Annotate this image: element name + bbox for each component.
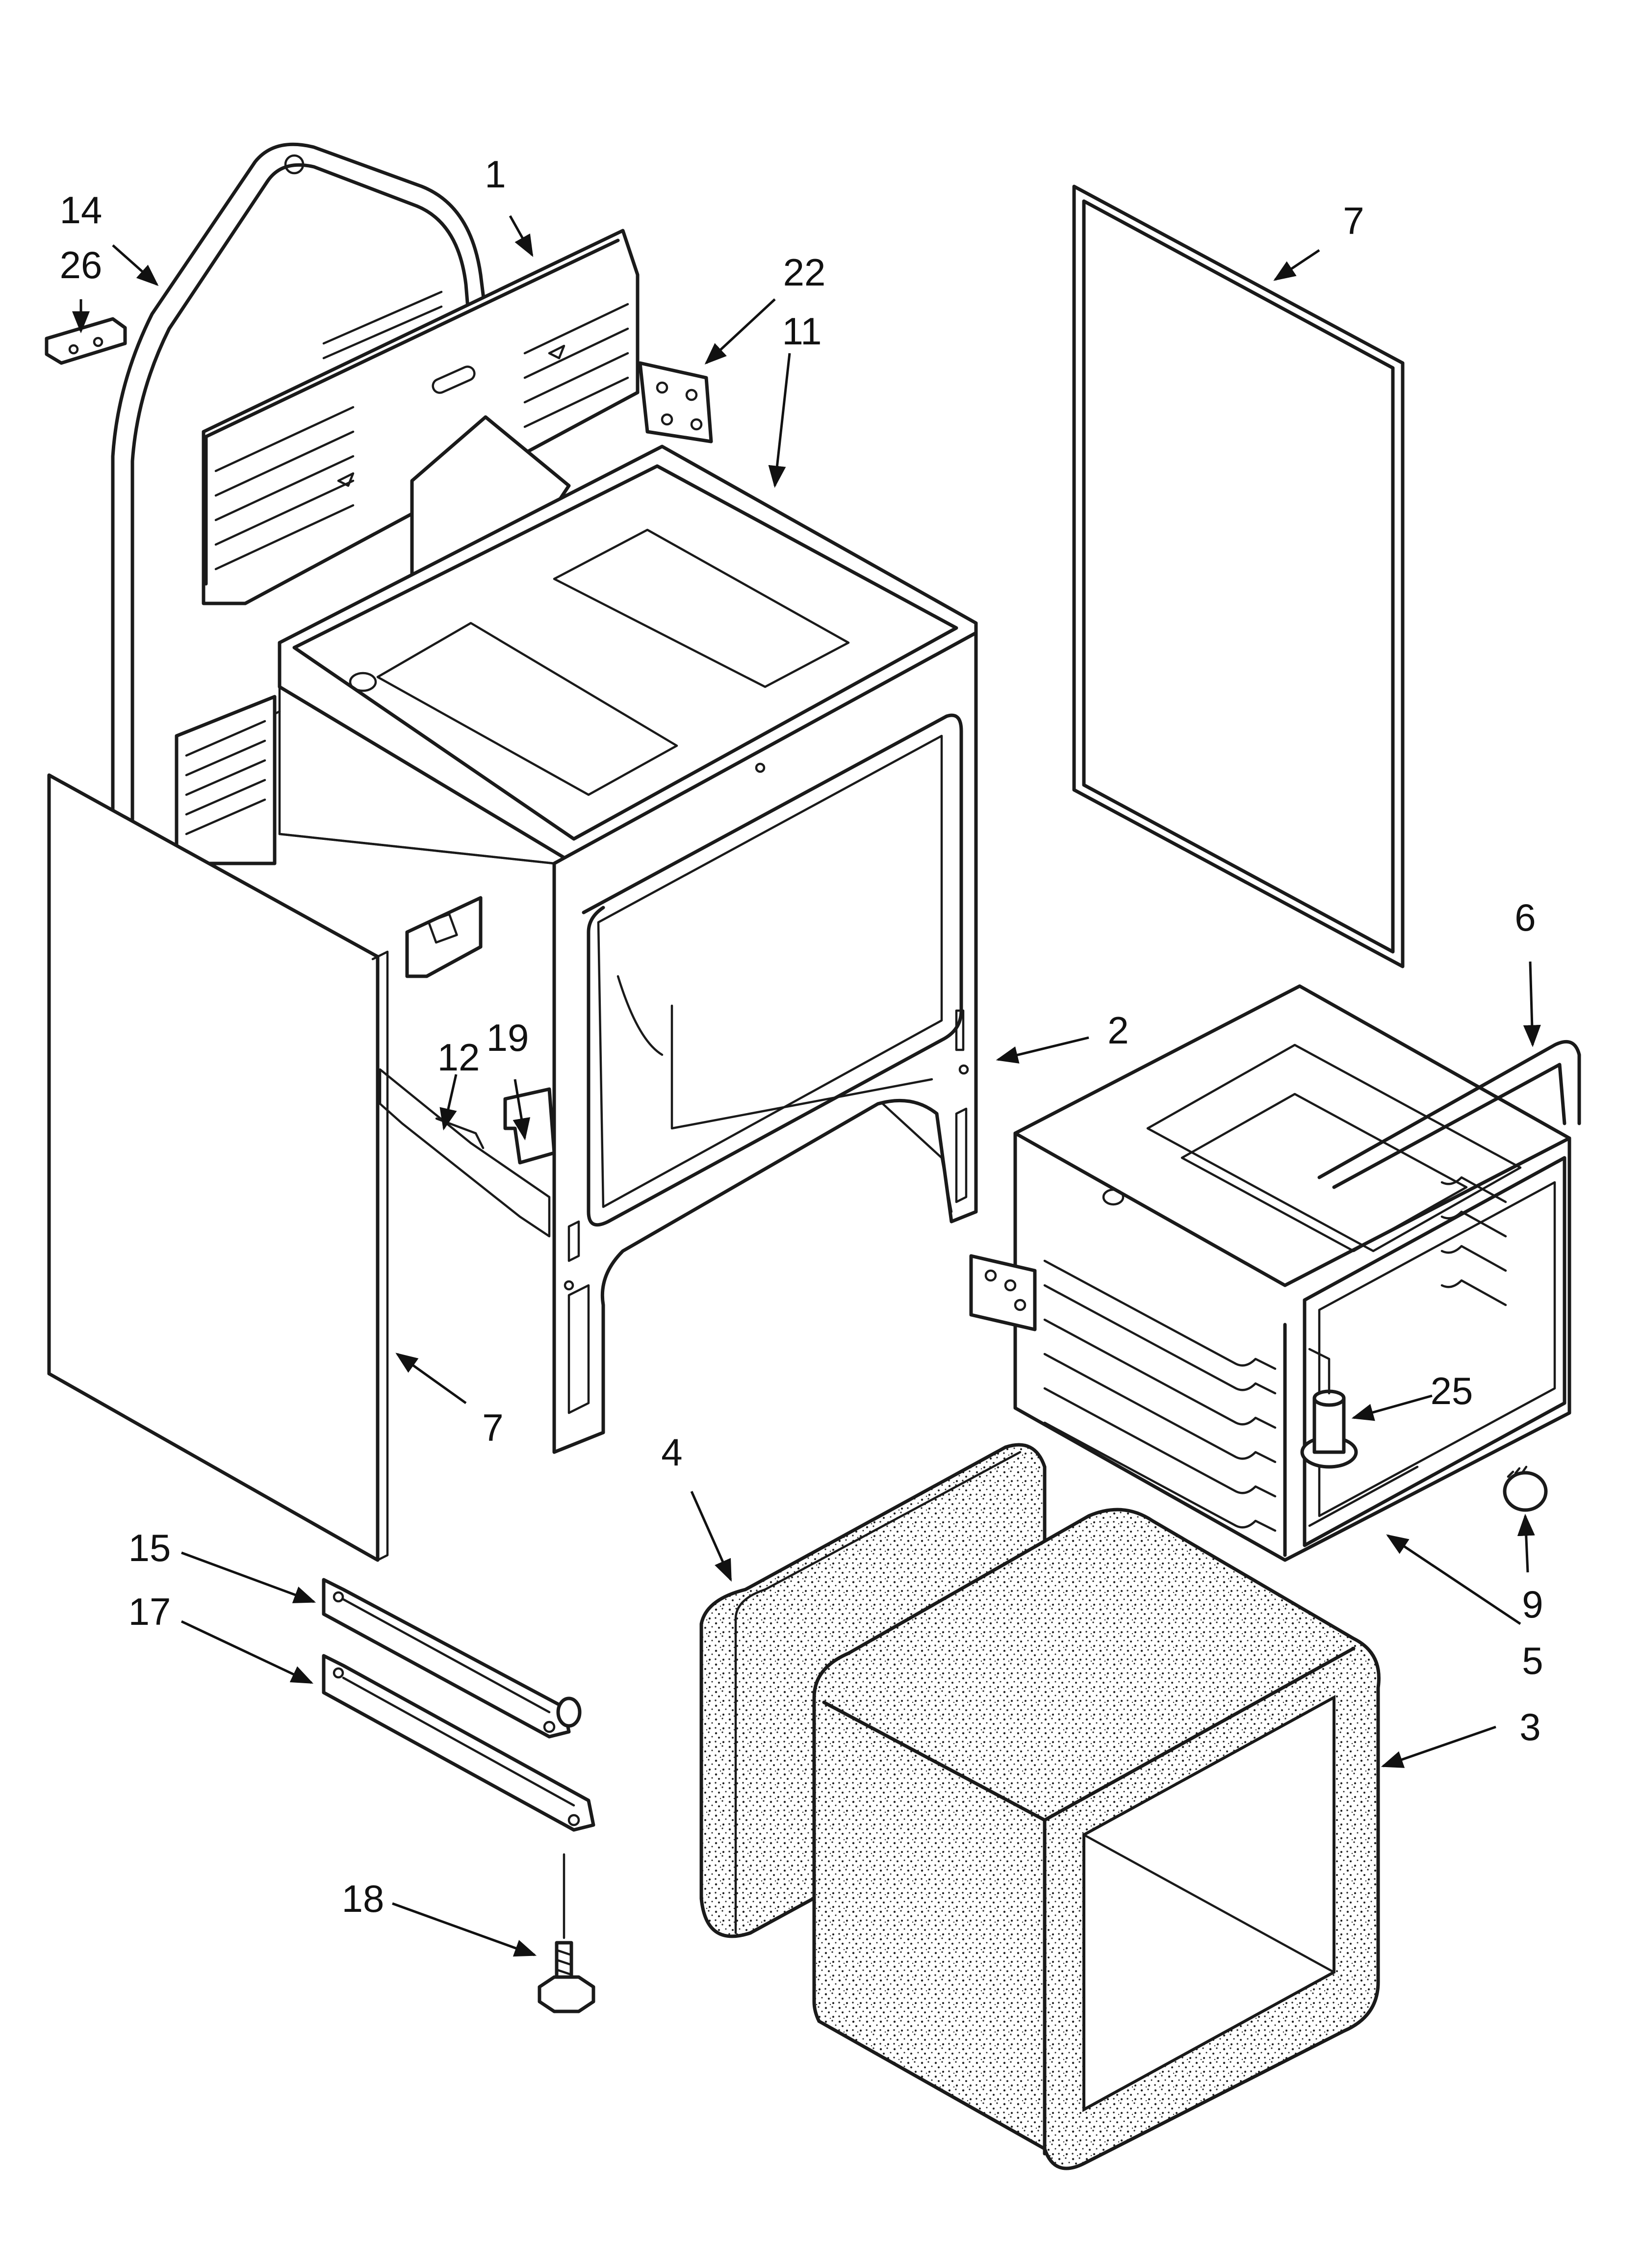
- chassis-frame-part-2: [175, 444, 978, 1454]
- callout-2: 2: [1107, 1009, 1129, 1052]
- callout-25: 25: [1430, 1369, 1473, 1412]
- callout-6: 6: [1514, 896, 1536, 939]
- callout-1: 1: [485, 153, 506, 196]
- back-panel-part-1: [202, 229, 640, 605]
- callout-12: 12: [437, 1036, 480, 1079]
- callout-19: 19: [486, 1016, 529, 1059]
- callout-7-top: 7: [1343, 199, 1364, 242]
- callout-11: 11: [782, 310, 822, 353]
- callout-18: 18: [341, 1877, 385, 1920]
- rail-part-15: [322, 1578, 582, 1739]
- switch-part-19: [503, 1087, 556, 1165]
- side-panel-left-part-7: [47, 773, 389, 1562]
- callout-22: 22: [783, 251, 826, 294]
- callout-15: 15: [128, 1526, 171, 1569]
- callout-3: 3: [1519, 1705, 1541, 1748]
- bake-element-part-6: [1317, 1040, 1581, 1189]
- clip-part-26: [45, 317, 127, 365]
- rail-part-17: [322, 1654, 595, 1832]
- hinge-part-22: [638, 361, 713, 443]
- callout-17: 17: [128, 1590, 171, 1633]
- callout-7-bottom: 7: [482, 1406, 504, 1449]
- callout-14: 14: [59, 188, 103, 232]
- side-panel-right-part-7: [1072, 184, 1405, 968]
- callout-4: 4: [661, 1431, 683, 1474]
- callout-26: 26: [59, 243, 103, 287]
- leveling-leg-part-18: [538, 1853, 595, 2013]
- light-lens-part-9: [1503, 1465, 1548, 1512]
- light-socket-part-25: [1300, 1348, 1358, 1469]
- insulation-part-3: [812, 1508, 1381, 2170]
- callout-5: 5: [1522, 1639, 1543, 1682]
- vent-trim-part-14: [111, 142, 487, 900]
- callout-9: 9: [1522, 1583, 1543, 1626]
- leader-lines: [72, 215, 1541, 1957]
- oven-liner-part-5: [969, 984, 1571, 1562]
